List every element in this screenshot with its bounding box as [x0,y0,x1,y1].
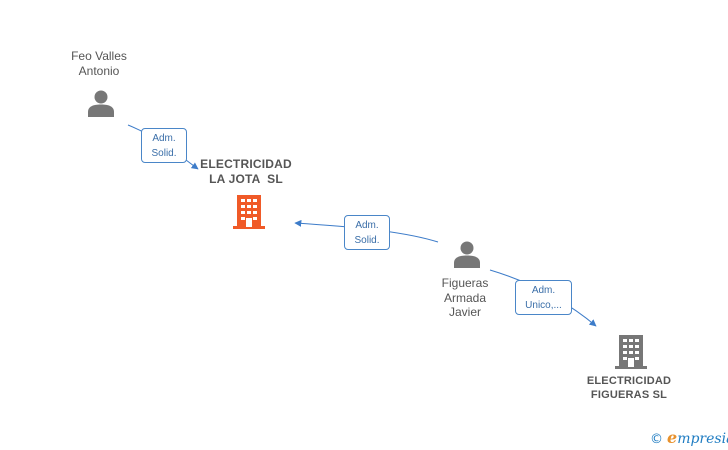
relation-label-line: Adm. [531,285,556,296]
relation-label-line: Solid. [354,235,380,246]
relation-label-line: Adm. [355,220,379,231]
person-icon[interactable] [86,89,116,118]
person-name-figueras-armada[interactable]: Figueras Armada Javier [425,276,505,320]
person-name-feo-valles[interactable]: Feo Valles Antonio [58,49,140,78]
building-icon[interactable] [615,334,647,370]
relation-label-line: Unico,... [525,300,562,311]
company-name-figueras-sl[interactable]: ELECTRICIDAD FIGUERAS SL [571,374,687,402]
company-name-la-jota[interactable]: ELECTRICIDAD LA JOTA SL [186,157,306,187]
person-name-line: Javier [448,305,481,319]
copyright-symbol: © [650,432,663,447]
relation-label-figueras-figueras-sl[interactable]: Adm. Unico,... [515,280,572,315]
relation-label-figueras-jota[interactable]: Adm. Solid. [344,215,390,250]
person-name-line: Armada [443,290,487,305]
brand-watermark: © empresia [650,428,728,447]
company-name-line: LA JOTA SL [209,172,283,186]
brand-name: mpresia [677,431,728,447]
company-name-line: ELECTRICIDAD [586,375,672,387]
company-name-line: ELECTRICIDAD [200,157,292,171]
brand-logo-e: e [667,428,678,447]
relation-label-feo-jota[interactable]: Adm. Solid. [141,128,187,163]
person-name-line: Figueras [441,276,489,290]
relation-label-line: Adm. [152,133,176,144]
person-name-line: Feo Valles [71,49,127,63]
person-icon[interactable] [452,240,482,269]
relation-label-line: Solid. [151,148,177,159]
person-name-line: Antonio [78,63,120,78]
building-icon[interactable] [233,194,265,230]
company-name-line: FIGUERAS SL [590,389,668,401]
